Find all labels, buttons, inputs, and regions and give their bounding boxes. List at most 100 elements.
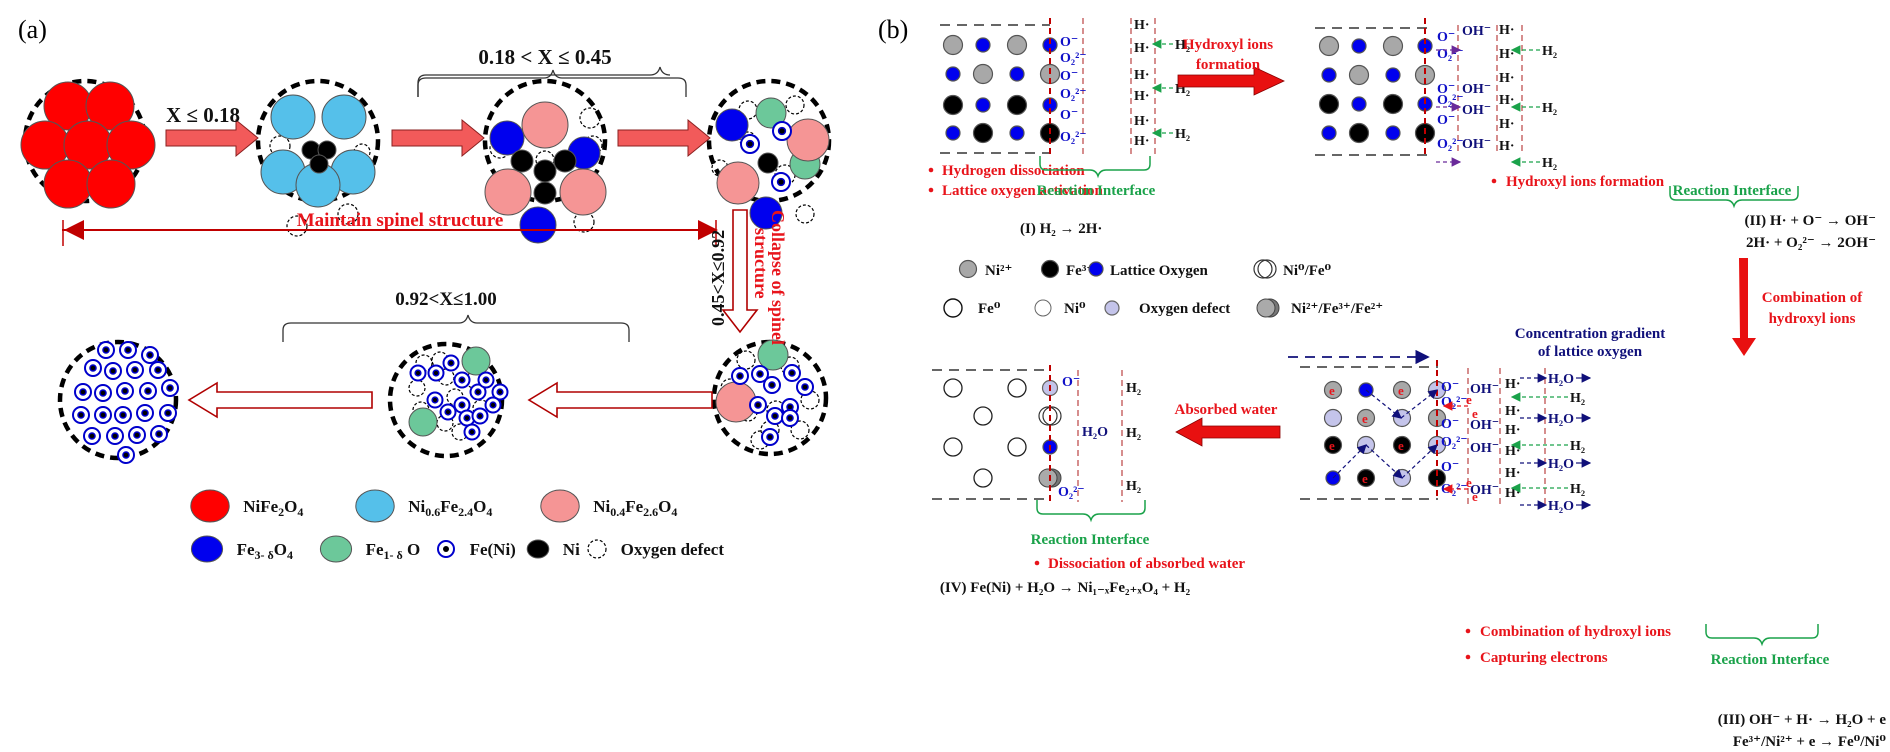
species-label: O⁻: [1062, 375, 1080, 390]
fe3o4-grain: [749, 196, 783, 230]
legend-label: Ni0.4Fe2.6O4: [593, 497, 677, 519]
ni04-grain: [716, 161, 760, 205]
lattice-atom: [972, 63, 994, 85]
arrow1-label: X ≤ 0.18: [166, 103, 240, 127]
ni0fe0-atom: [1038, 406, 1058, 426]
h-radical: H·: [1499, 93, 1515, 108]
oxygen-migration-arrow: [1401, 444, 1438, 479]
arrow-stage1-to-2: [165, 118, 259, 158]
fe1o-grain: [757, 339, 789, 371]
arrow-step2-to-3: [1732, 258, 1756, 356]
step2-equation-2: 2H· + O₂²⁻ → 2OH⁻: [1746, 235, 1876, 251]
step4-bullets: Dissociation of absorbed water: [1034, 556, 1245, 572]
step3-equation-2: Fe³⁺/Ni²⁺ + e → Fe⁰/Ni⁰: [1733, 734, 1887, 750]
fe-ni-core: [414, 369, 422, 377]
brace-range2: [417, 66, 671, 97]
ni-grain: [533, 181, 557, 205]
h-radical: H·: [1505, 377, 1521, 392]
lattice-atom: [945, 66, 961, 82]
step3-interface-brace: [1705, 624, 1819, 647]
lattice-atom: [1427, 408, 1447, 428]
legend-item-ni06fe24o4: Ni0.6Fe2.4O4: [355, 489, 492, 523]
step2-lattice: O⁻O₂²⁻O⁻O₂²⁻O⁻O₂²⁻OH⁻OH⁻OH⁻OH⁻H·H·H·H·H·…: [1315, 18, 1557, 171]
h-radical: H·: [1505, 466, 1521, 481]
legend-label: Fe⁰: [978, 301, 1001, 317]
h-radical: H·: [1134, 18, 1150, 33]
oh-label: OH⁻: [1462, 137, 1491, 152]
electron-label: e: [1362, 471, 1368, 486]
fe-ni-core: [154, 366, 162, 374]
reduced-metal-atom: [1007, 378, 1027, 398]
oh-label: OH⁻: [1462, 103, 1491, 118]
fe3o4-grain: [715, 108, 749, 142]
species-label: O⁻: [1060, 69, 1078, 84]
electron-label: e: [1329, 383, 1335, 398]
fe-ni-core: [777, 126, 787, 136]
fe-ni-core: [119, 411, 127, 419]
oxygen-defect: [795, 204, 815, 224]
species-label: O₂²⁻: [1060, 51, 1087, 66]
lattice-atom: [1323, 380, 1343, 400]
legend-swatch-fe3: [1040, 259, 1060, 279]
legend-label: Fe³⁺: [1066, 263, 1094, 279]
electron-label: e: [1472, 406, 1478, 421]
stage1-particle: [20, 78, 156, 209]
step1-bullets: Hydrogen dissociation Lattice oxygen act…: [928, 163, 1103, 199]
lattice-atom: [1392, 435, 1412, 455]
fe1o-grain: [408, 407, 438, 437]
h-radical: H·: [1134, 114, 1150, 129]
fe-ni-core: [754, 401, 762, 409]
lattice-atom: [1006, 34, 1028, 56]
stage7-particle: [57, 339, 179, 464]
electron-label: e: [1362, 411, 1368, 426]
oh-label: OH⁻: [1462, 82, 1491, 97]
h2o-label: H₂O: [1548, 457, 1574, 472]
h2-label: H₂: [1542, 156, 1557, 171]
h2-label: H₂: [1570, 391, 1585, 406]
fe-ni-core: [133, 431, 141, 439]
lattice-atom: [942, 34, 964, 56]
h2-label: H₂: [1570, 439, 1585, 454]
lattice-atom: [1009, 66, 1025, 82]
legend-swatch: [526, 539, 550, 559]
oxygen-migration-arrow: [1332, 444, 1367, 479]
fe-ni-core: [444, 408, 452, 416]
reduced-metal-atom: [943, 378, 963, 398]
fe-ni-core: [89, 364, 97, 372]
oxygen-migration-arrow: [1400, 389, 1438, 419]
fe3o4-grain: [519, 206, 557, 244]
h-radical: H·: [1134, 68, 1150, 83]
lattice-atom: [1392, 380, 1412, 400]
lattice-atom: [1385, 125, 1401, 141]
legend-label: Ni⁰/Fe⁰: [1283, 263, 1332, 279]
svg-text:Combination of hydroxyl ions: Combination of hydroxyl ions: [1480, 624, 1671, 640]
fe-ni-core: [79, 388, 87, 396]
oxygen-defect: [583, 135, 603, 155]
fe-ni-core: [776, 177, 786, 187]
lattice-atom: [1414, 64, 1436, 86]
species-label: O₂²⁻: [1058, 485, 1085, 500]
h2-label: H₂: [1542, 44, 1557, 59]
legend-item-nife2o4: NiFe2O4: [190, 489, 303, 523]
reduced-metal-atom: [943, 437, 963, 457]
species-label: O⁻: [1441, 417, 1459, 432]
arrow34-label: Absorbed water: [1175, 402, 1278, 418]
range2-label: 0.18 < X ≤ 0.45: [478, 45, 611, 69]
h2-label: H₂: [1126, 479, 1141, 494]
stage4-particle: [706, 78, 832, 230]
h-radical: H·: [1505, 423, 1521, 438]
fe-ni-core: [99, 411, 107, 419]
reduced-metal-atom: [973, 468, 993, 488]
step1-equation: (I) H₂ → 2H·: [1020, 221, 1102, 237]
legend-item-fe-ni: Fe(Ni): [437, 540, 516, 559]
legend-label: Oxygen defect: [1139, 301, 1230, 317]
fe-ni-core: [788, 369, 796, 377]
fe-ni-core: [109, 367, 117, 375]
range4-label: 0.92<X≤1.00: [395, 289, 496, 310]
nife2o4-grain: [86, 159, 136, 209]
lattice-atom: [1351, 96, 1367, 112]
reduced-metal-atom: [973, 406, 993, 426]
step2-interface-brace: [1669, 186, 1799, 209]
fe-ni-core: [122, 451, 130, 459]
